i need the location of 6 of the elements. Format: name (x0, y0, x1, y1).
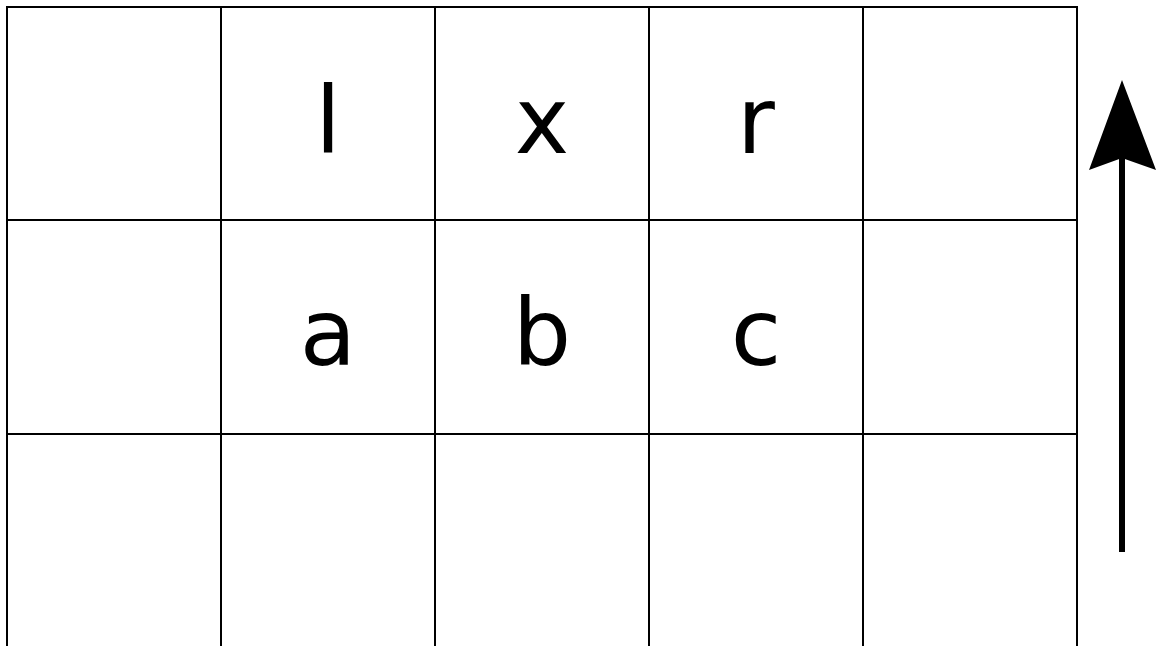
letter-label: l (315, 76, 341, 168)
letter-label: b (512, 288, 572, 380)
letter-label: c (730, 288, 782, 380)
letter-label: x (514, 76, 570, 168)
letter-label: r (737, 76, 775, 168)
letter-label: a (299, 288, 357, 380)
